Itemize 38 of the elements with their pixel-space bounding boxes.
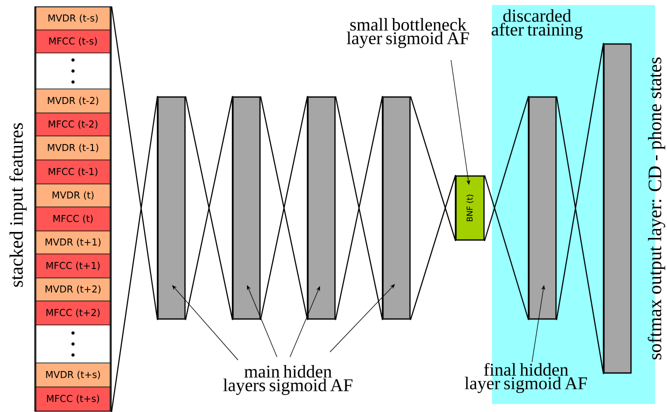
feature-cell: MVDR (t-1) xyxy=(36,136,110,160)
connection-lines xyxy=(410,96,456,320)
connection-lines xyxy=(556,42,604,374)
connection-lines xyxy=(484,96,529,320)
output-layer: softmax output layer: CD - phone states xyxy=(603,43,666,374)
annotation: small bottleneck layer sigmoid AF xyxy=(346,18,469,48)
feature-cell: MFCC (t+1) xyxy=(36,254,110,278)
connection-lines xyxy=(185,96,233,320)
annotation: final hidden layer sigmoid AF xyxy=(464,362,587,394)
feature-cell: MFCC (t-2) xyxy=(36,112,110,136)
connection-lines xyxy=(260,96,308,320)
feature-cell: MFCC (t+2) xyxy=(36,300,110,326)
node-label: softmax output layer: CD - phone states xyxy=(648,57,666,360)
hidden-layer xyxy=(157,96,186,320)
hidden-layer xyxy=(307,96,336,320)
leader-line xyxy=(247,285,278,358)
leader-line xyxy=(290,286,320,358)
connection-lines xyxy=(335,96,383,320)
hidden-layer xyxy=(232,96,261,320)
feature-cell: MVDR (t+s) xyxy=(36,362,110,388)
feature-cell: MVDR (t) xyxy=(36,184,110,208)
feature-cell: MFCC (t+s) xyxy=(36,386,110,412)
connection-lines xyxy=(111,6,158,412)
leader-line xyxy=(172,285,238,360)
feature-cell: MFCC (t) xyxy=(36,206,110,232)
leader-line xyxy=(330,284,395,352)
feature-cell: MVDR (t-s) xyxy=(36,6,110,30)
feature-cell: MFCC (t-s) xyxy=(36,30,110,54)
feature-cell: MFCC (t-1) xyxy=(36,160,110,184)
feature-cell: MVDR (t+1) xyxy=(36,230,110,254)
column-title: stacked input features xyxy=(9,123,27,287)
ellipsis-cell xyxy=(36,52,110,90)
hidden-layer xyxy=(528,96,557,320)
ellipsis-cell xyxy=(36,324,110,364)
annotation: main hidden layers sigmoid AF xyxy=(223,365,352,395)
hidden-layer xyxy=(382,96,411,320)
feature-cell: MVDR (t+2) xyxy=(36,278,110,302)
feature-cell: MVDR (t-2) xyxy=(36,88,110,114)
